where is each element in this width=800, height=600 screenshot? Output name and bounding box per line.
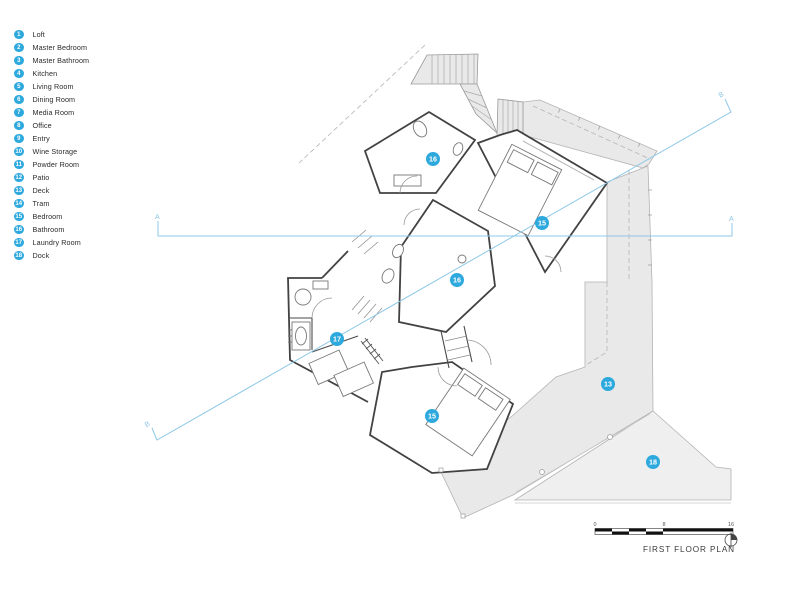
legend-number-badge: 12: [14, 172, 24, 183]
legend-number-badge: 10: [14, 146, 24, 157]
legend-number-badge: 4: [14, 68, 24, 79]
room-markers: 16 15 16 17 15 13 18: [330, 152, 660, 469]
legend-item: 15 Bedroom: [14, 210, 184, 223]
dock-area: [513, 410, 732, 501]
room-marker: 16: [426, 152, 440, 166]
legend-item: 9 Entry: [14, 132, 184, 145]
deck-details: [438, 108, 652, 519]
section-label-a-left: A: [155, 214, 160, 221]
north-symbol: [724, 532, 738, 548]
entry-ramp-hatch: [360, 337, 384, 365]
entry-stairs: [410, 53, 524, 136]
legend-number-badge: 17: [14, 237, 24, 248]
legend-item: 6 Dining Room: [14, 93, 184, 106]
legend-item: 7 Media Room: [14, 106, 184, 119]
legend-item-label: Loft: [32, 30, 45, 39]
legend-item-label: Patio: [32, 173, 50, 182]
legend-number-badge: 2: [14, 42, 24, 53]
room-legend: 1 Loft 2 Master Bedroom 3 Master Bathroo…: [14, 28, 184, 262]
legend-number-badge: 1: [14, 29, 24, 40]
section-line-b: [151, 98, 732, 441]
section-line-a: [157, 221, 733, 237]
legend-item-label: Media Room: [32, 108, 75, 117]
section-label-b-bottom: B: [144, 420, 152, 429]
legend-item: 3 Master Bathroom: [14, 54, 184, 67]
legend-item-label: Kitchen: [32, 69, 58, 78]
scale-tick-16: 16: [728, 522, 734, 528]
section-label-b-top: B: [718, 91, 726, 100]
legend-item: 13 Deck: [14, 184, 184, 197]
legend-number-badge: 8: [14, 120, 24, 131]
legend-item: 14 Tram: [14, 197, 184, 210]
legend-item: 18 Dock: [14, 249, 184, 262]
legend-number-badge: 18: [14, 250, 24, 261]
legend-number-badge: 14: [14, 198, 24, 209]
bed-lower: [425, 367, 511, 457]
legend-item: 2 Master Bedroom: [14, 41, 184, 54]
room-marker: 18: [646, 455, 660, 469]
room-marker: 13: [601, 377, 615, 391]
legend-item-label: Tram: [32, 199, 50, 208]
legend-number-badge: 9: [14, 133, 24, 144]
legend-item-label: Master Bathroom: [32, 56, 90, 65]
legend-item: 5 Living Room: [14, 80, 184, 93]
room-marker: 17: [330, 332, 344, 346]
legend-item-label: Dining Room: [32, 95, 76, 104]
legend-item: 16 Bathroom: [14, 223, 184, 236]
drawing-caption: FIRST FLOOR PLAN: [643, 545, 735, 554]
scale-bar: 0 8 16: [593, 522, 734, 535]
scale-tick-8: 8: [662, 522, 665, 528]
legend-number-badge: 13: [14, 185, 24, 196]
legend-number-badge: 3: [14, 55, 24, 66]
section-lines: [151, 98, 733, 441]
legend-item-label: Entry: [32, 134, 50, 143]
legend-item-label: Deck: [32, 186, 50, 195]
fixtures: [288, 120, 563, 457]
legend-item-label: Office: [32, 121, 52, 130]
svg-text:18: 18: [649, 458, 657, 467]
svg-text:15: 15: [538, 219, 546, 228]
scale-tick-0: 0: [593, 522, 596, 528]
legend-item: 8 Office: [14, 119, 184, 132]
legend-number-badge: 7: [14, 107, 24, 118]
svg-text:16: 16: [453, 276, 461, 285]
legend-item-label: Living Room: [32, 82, 74, 91]
svg-text:17: 17: [333, 335, 341, 344]
svg-text:16: 16: [429, 155, 437, 164]
bed-upper: [477, 143, 563, 237]
legend-item-label: Bathroom: [32, 225, 65, 234]
legend-item-label: Dock: [32, 251, 50, 260]
room-marker: 16: [450, 273, 464, 287]
door-arcs: [311, 175, 562, 387]
legend-item: 11 Powder Room: [14, 158, 184, 171]
legend-item-label: Laundry Room: [32, 238, 81, 247]
legend-item: 12 Patio: [14, 171, 184, 184]
legend-item-label: Bedroom: [32, 212, 63, 221]
legend-item-label: Wine Storage: [32, 147, 78, 156]
legend-number-badge: 15: [14, 211, 24, 222]
legend-item: 4 Kitchen: [14, 67, 184, 80]
room-marker: 15: [425, 409, 439, 423]
legend-item: 10 Wine Storage: [14, 145, 184, 158]
legend-item: 1 Loft: [14, 28, 184, 41]
legend-item: 17 Laundry Room: [14, 236, 184, 249]
legend-number-badge: 6: [14, 94, 24, 105]
legend-item-label: Powder Room: [32, 160, 80, 169]
section-label-a-right: A: [729, 216, 734, 223]
legend-number-badge: 11: [14, 159, 24, 170]
svg-text:13: 13: [604, 380, 612, 389]
legend-number-badge: 16: [14, 224, 24, 235]
legend-number-badge: 5: [14, 81, 24, 92]
roof-overhang-dashes: [298, 44, 651, 366]
room-marker: 15: [535, 216, 549, 230]
svg-text:15: 15: [428, 412, 436, 421]
legend-item-label: Master Bedroom: [32, 43, 88, 52]
